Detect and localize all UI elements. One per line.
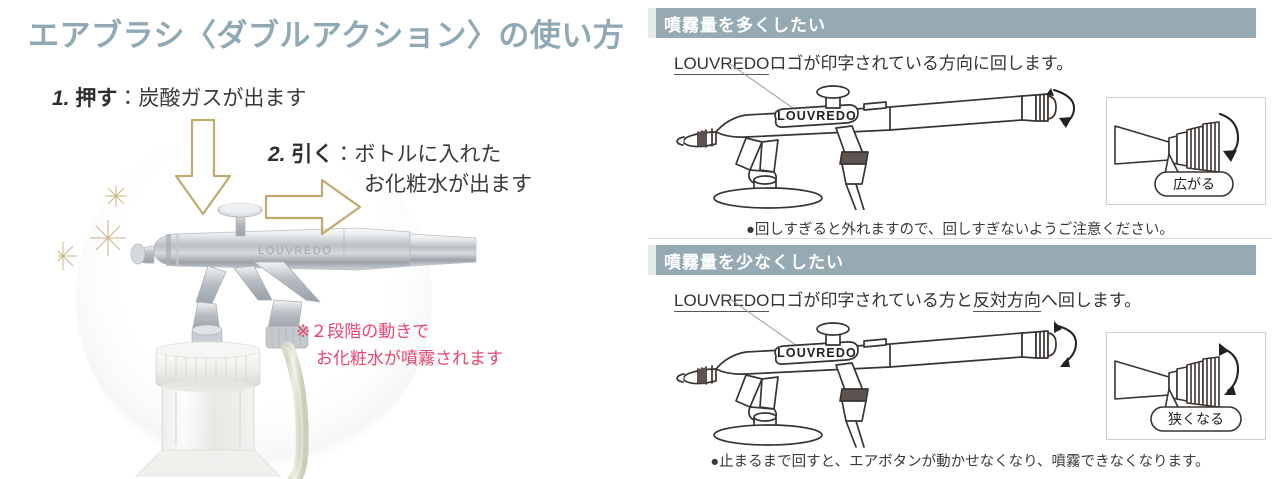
step-1-body: 炭酸ガスが出ます <box>138 87 307 110</box>
inset-callout-narrow: 狭くなる <box>1168 411 1224 427</box>
caution-line-2: お化粧水が噴霧されます <box>316 349 503 369</box>
note-decrease: ●止まるまで回すと、エアボタンが動かせなくなり、噴霧できなくなります。 <box>710 454 1210 470</box>
lead-rest-2a: ロゴが印字されている方と <box>769 291 973 310</box>
lead-underline-louvredo-2: LOUVREDO <box>674 291 770 312</box>
section-lead-decrease: LOUVREDOロゴが印字されている方と反対方向へ回します。 <box>674 286 1280 312</box>
section-heading-increase: 噴霧量を多くしたい <box>664 15 826 35</box>
section-heading-bar-increase: 噴霧量を多くしたい <box>648 8 1256 38</box>
page-title: エアブラシ〈ダブルアクション〉の使い方 <box>28 18 625 53</box>
inset-callout-widen: 広がる <box>1173 176 1215 192</box>
section-heading-bar-decrease: 噴霧量を少なくしたい <box>648 245 1256 275</box>
section-increase-spray: 噴霧量を多くしたい LOUVREDOロゴが印字されている方向に回します。 <box>640 8 1280 75</box>
section-lead-increase: LOUVREDOロゴが印字されている方向に回します。 <box>674 49 1280 75</box>
air-button <box>217 202 263 237</box>
lead-underline-louvredo-1: LOUVREDO <box>674 54 770 75</box>
svg-text:LOUVREDO: LOUVREDO <box>777 346 857 360</box>
left-panel: エアブラシ〈ダブルアクション〉の使い方 <box>0 0 632 479</box>
step-1-sep: ： <box>117 87 139 110</box>
down-arrow-icon <box>174 118 232 216</box>
airbrush-bottle-photo: LOUVREDO <box>49 120 478 479</box>
lead-rest-2b: へ回します。 <box>1040 291 1142 310</box>
step-2-body-line2: お化粧水が出ます <box>364 173 532 197</box>
step-2-sep: ： <box>333 143 355 166</box>
step-1-lead: 押す <box>75 87 118 110</box>
step-1-number: 1. <box>52 87 70 110</box>
airbrush-diagram-increase: LOUVREDO <box>676 85 1076 210</box>
lead-rest-1: ロゴが印字されている方向に回します。 <box>769 54 1074 73</box>
step-2-lead: 引く <box>291 143 334 166</box>
right-arrow-icon <box>264 178 362 236</box>
svg-text:LOUVREDO: LOUVREDO <box>777 109 857 123</box>
step-2-body-line1: ボトルに入れた <box>354 143 502 166</box>
airbrush-diagram-decrease: LOUVREDO <box>676 321 1078 448</box>
caution-note: ※２段階の動きで お化粧水が噴霧されます <box>296 318 503 372</box>
lead-underline-opposite: 反対方向 <box>972 291 1041 312</box>
nozzle-narrow-inset: 狭くなる <box>1106 332 1266 440</box>
step-2-number: 2. <box>268 143 286 166</box>
sparkle-icon <box>49 185 127 270</box>
svg-text:LOUVREDO: LOUVREDO <box>258 245 333 257</box>
section-divider <box>648 238 1272 239</box>
caution-line-1: ※２段階の動きで <box>296 322 430 341</box>
step-1-text: 1. 押す：炭酸ガスが出ます <box>52 82 306 112</box>
note-increase: ●回しすぎると外れますので、回しすぎないようご注意ください。 <box>746 222 1174 238</box>
nozzle-widen-inset: 広がる <box>1106 97 1266 205</box>
section-heading-decrease: 噴霧量を少なくしたい <box>664 252 844 272</box>
right-panel: 噴霧量を多くしたい LOUVREDOロゴが印字されている方向に回します。 <box>640 0 1280 479</box>
step-2-text: 2. 引く：ボトルに入れた お化粧水が出ます <box>268 140 532 201</box>
section-decrease-spray: 噴霧量を少なくしたい LOUVREDOロゴが印字されている方と反対方向へ回します… <box>640 245 1280 312</box>
